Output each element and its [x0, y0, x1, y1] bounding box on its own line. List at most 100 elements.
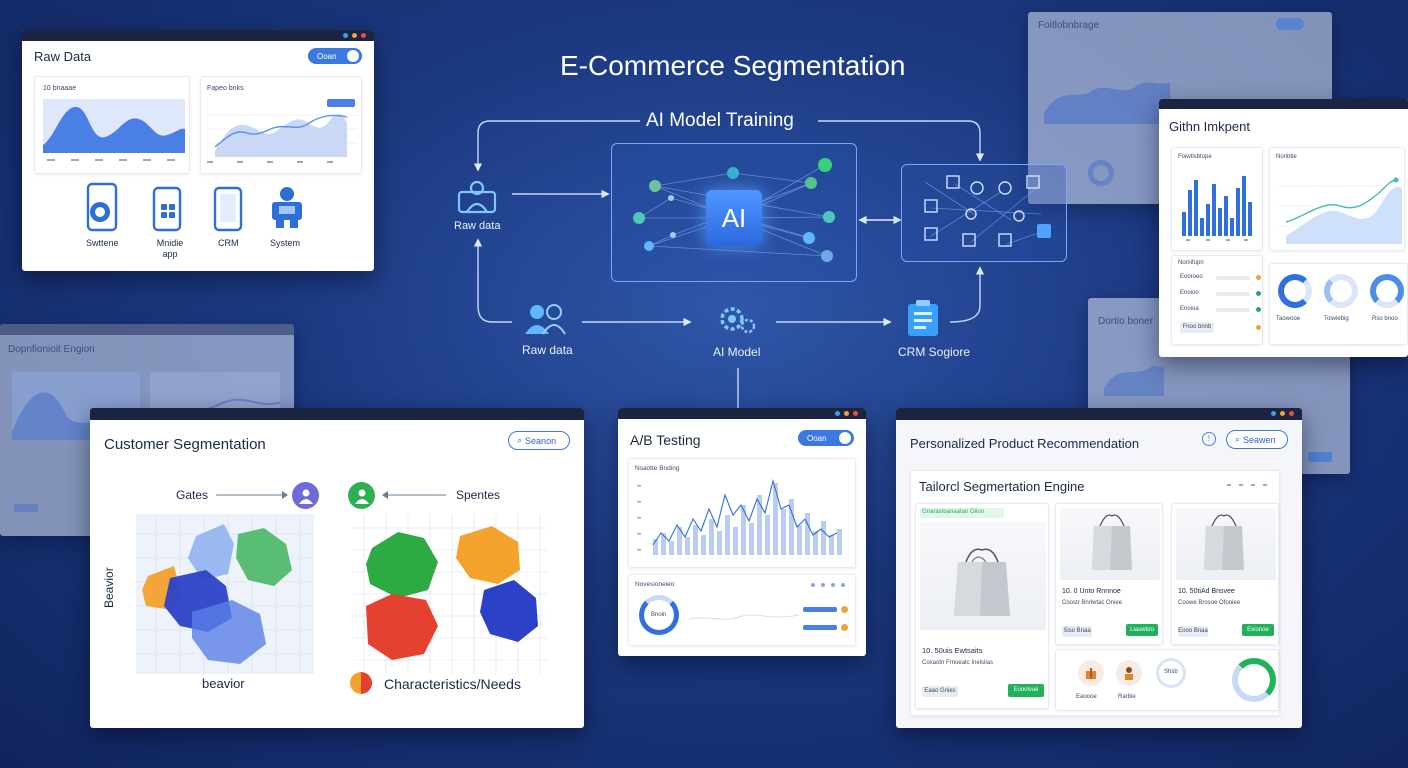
insight-ring-2 [1370, 274, 1404, 308]
background-panel-right-donut [1088, 160, 1114, 186]
raw-data-area-chart-1 [43, 99, 185, 161]
background-panel-right-2-title: Dortio boner [1098, 316, 1154, 327]
ab-bar-line-chart [637, 478, 842, 555]
search-icon: ⌕ [1235, 434, 1241, 444]
ab-legend-dots [811, 583, 845, 587]
insight-list-item-1: Enoioo [1180, 290, 1199, 296]
ab-testing-toggle[interactable]: Ooan [798, 430, 854, 446]
main-product-secondary-button[interactable]: Eaao Gnies [922, 686, 958, 697]
insight-panel: Githn Imkpent Foiwtlsbtope Nonbtie Nomif… [1159, 99, 1408, 357]
segmentation-search-label: Seanon [525, 435, 557, 446]
segment-avatar-purple [292, 482, 319, 509]
insight-list-dot-2 [1256, 307, 1261, 312]
background-panel-right-toggle [1276, 18, 1304, 30]
ab-progress-2 [803, 625, 837, 630]
person-shopping-icon [1116, 660, 1142, 686]
segmentation-right-caption: Characteristics/Needs [384, 676, 521, 692]
people-icon [525, 304, 566, 335]
product-card-1[interactable]: 10. 0 Unto Rnnnoe Coostr Bnrlwtac Oniee … [1055, 503, 1163, 645]
reco-bottom-label-1: Rarbie [1118, 694, 1136, 700]
insight-list-dot-0 [1256, 275, 1261, 280]
mobile-sync-icon [86, 182, 118, 232]
product-2-secondary-button[interactable]: Eooo Bnaa [1178, 626, 1208, 637]
product-1-secondary-button[interactable]: Siso Bnaa [1062, 626, 1092, 637]
main-product-badge-text: Gnarastoanaatan Oiioo [922, 509, 985, 515]
left-arrow-connector [216, 491, 288, 499]
product-1-primary-button[interactable]: Liaswtoo [1126, 624, 1158, 636]
product-1-sub: Coostr Bnrlwtac Oniee [1062, 600, 1123, 606]
segment-avatar-green [348, 482, 375, 509]
segmentation-engine-card: Tailorcl Segmertation Engine Gnarastoana… [910, 470, 1280, 716]
segmentation-y-axis-label: Beavior [102, 567, 116, 608]
insight-rings-card: Taowooe Toiwiebig Rso bnoo [1269, 263, 1408, 345]
gift-icon [1078, 660, 1104, 686]
raw-data-toggle[interactable]: Ooan [308, 48, 362, 64]
insight-line-chart [1276, 177, 1402, 244]
insight-ring-label-0: Taowooe [1276, 316, 1301, 322]
raw-data-chart-2-button[interactable] [327, 99, 355, 107]
product-2-title: 10. 50tiAd Bnsvee [1178, 588, 1235, 595]
segmentation-search-button[interactable]: ⌕ Seanon [508, 431, 570, 450]
shopping-bag-icon [1204, 514, 1244, 570]
recommendation-panel: Personalized Product Recommendation ! ⌕ … [896, 408, 1302, 728]
source-label-1: Mnidie app [156, 238, 184, 259]
source-label-0: Swttene [86, 238, 119, 248]
insight-bar-chart [1182, 176, 1252, 241]
main-product-title: 10. 50uis Ewtsaits [922, 646, 983, 655]
ab-chart-card: Nsaotte Bnding [628, 458, 856, 568]
product-1-title: 10. 0 Unto Rnnnoe [1062, 588, 1121, 595]
info-icon[interactable]: ! [1202, 432, 1216, 446]
insight-ring-label-2: Rso bnoo [1372, 316, 1398, 322]
insight-panel-title: Githn Imkpent [1169, 119, 1250, 134]
raw-data-chart-card-2: Fapeo bnks [200, 76, 362, 174]
ab-second-label: Novesioneieo [635, 581, 675, 588]
recommendation-search-label: Seawen [1243, 434, 1276, 445]
database-person-icon [457, 180, 497, 214]
insight-list-item-2: Enoioa [1180, 306, 1199, 312]
background-panel-right-2-chart [1104, 366, 1164, 396]
reco-bottom-strip: Eaoooe Rarbie Shsb [1055, 649, 1279, 711]
insight-list-card: Nomifupn Eooroeo Enoioo Enoioa Fnoo bnnb [1171, 255, 1263, 345]
insight-bar-card-label: Foiwtlsbtope [1178, 154, 1212, 160]
insight-ring-0 [1278, 274, 1312, 308]
ab-progress-1 [803, 607, 837, 612]
raw-data-area-chart-2 [207, 114, 357, 163]
insight-list-bar-2 [1216, 308, 1250, 312]
mobile-app-icon [152, 186, 182, 232]
ab-progress-dot-2 [841, 624, 848, 631]
raw-data-chart-2-label: Fapeo bnks [207, 85, 244, 92]
flow-label-raw-data-top: Raw data [454, 220, 501, 232]
ai-badge: AI [706, 190, 762, 246]
insight-list-dot-3 [1256, 325, 1261, 330]
flow-label-raw-data-bottom: Raw data [522, 343, 573, 357]
system-icon [272, 187, 302, 228]
flow-label-ai-model: AI Model [713, 345, 761, 359]
raw-data-title: Raw Data [34, 49, 92, 64]
product-card-2[interactable]: 10. 50tiAd Bnsvee Coowe Brosoe Ofoniee E… [1171, 503, 1279, 645]
product-2-primary-button[interactable]: Exionoe [1242, 624, 1274, 636]
source-label-3: System [270, 238, 301, 248]
main-product-sub: Coxaotn Frnoeatc Inelsilas [922, 660, 994, 666]
flow-label-crm: CRM Sogiore [898, 345, 971, 359]
gear-icon [720, 307, 756, 334]
reco-donut [1232, 658, 1276, 702]
insight-list-bar-0 [1216, 276, 1250, 280]
insight-list-dot-1 [1256, 291, 1261, 296]
right-arrow-connector [382, 491, 446, 499]
engine-title: Tailorcl Segmertation Engine [919, 479, 1085, 494]
background-panel-left-button [14, 504, 38, 512]
segmentation-x-axis-label: beavior [202, 676, 245, 691]
reco-bottom-label-2: Shsb [1164, 669, 1178, 675]
recommendation-search-button[interactable]: ⌕ Seawen [1226, 430, 1288, 449]
background-panel-right-title: Foitlobnbrage [1038, 20, 1100, 31]
search-icon: ⌕ [517, 435, 523, 445]
insight-list-item-3[interactable]: Fnoo bnnb [1180, 322, 1214, 333]
insight-list-item-0: Eooroeo [1180, 274, 1203, 280]
main-product-primary-button[interactable]: Eooolvue [1008, 684, 1044, 697]
main-product-card[interactable]: Gnarastoanaatan Oiioo 10. 50uis Ewtsaits… [915, 503, 1049, 709]
shopping-bag-icon [1092, 514, 1132, 570]
insight-ring-1 [1324, 274, 1358, 308]
insight-ring-label-1: Toiwiebig [1324, 316, 1349, 322]
segmentation-right-annotation: Spentes [456, 488, 501, 502]
insight-bar-card: Foiwtlsbtope [1171, 147, 1263, 251]
